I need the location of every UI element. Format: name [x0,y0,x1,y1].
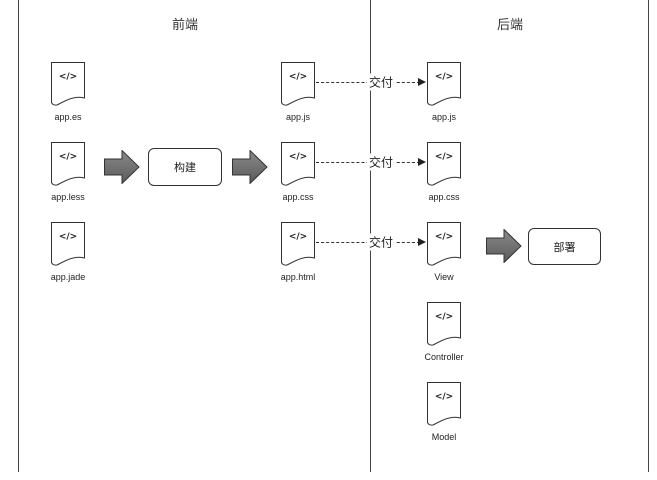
code-file-icon [281,222,315,266]
frontend-output-file: </> [281,222,315,266]
code-glyph: </> [58,72,78,82]
code-file-icon [427,142,461,186]
frontend-output-file: </> [281,142,315,186]
code-glyph: </> [434,152,454,162]
code-file-icon [281,142,315,186]
build-label: 构建 [174,161,196,174]
frontend-source-file-label: app.jade [50,272,86,282]
code-glyph: </> [434,392,454,402]
code-glyph: </> [434,72,454,82]
deliver-label: 交付 [366,233,396,251]
frontend-source-file-label: app.es [54,112,82,122]
deliver-label: 交付 [366,73,396,91]
code-file-icon [427,382,461,426]
backend-file: </> [427,62,461,106]
backend-title: 后端 [496,18,524,33]
frontend-output-file-label: app.js [285,112,311,122]
code-file-icon [51,62,85,106]
frontend-title: 前端 [171,18,199,33]
code-file-icon [427,302,461,346]
arrow-build-to-outputs [232,150,268,184]
backend-file-label: Controller [424,352,464,362]
arrow-sources-to-build [104,150,140,184]
frontend-source-file: </> [51,62,85,106]
backend-file-label: app.js [431,112,457,122]
lane-divider-left [18,0,19,472]
deploy-step: 部署 [528,228,601,265]
backend-file: </> [427,222,461,266]
code-glyph: </> [288,152,308,162]
frontend-output-file-label: app.html [280,272,316,282]
code-glyph: </> [58,232,78,242]
code-file-icon [51,142,85,186]
code-file-icon [281,62,315,106]
frontend-output-file-label: app.css [282,192,314,202]
backend-file-label: View [434,272,454,282]
code-glyph: </> [434,232,454,242]
build-step: 构建 [148,148,222,186]
backend-file: </> [427,302,461,346]
arrowhead-icon [418,78,426,86]
frontend-source-file-label: app.less [51,192,85,202]
backend-file: </> [427,382,461,426]
code-glyph: </> [434,312,454,322]
backend-file-label: app.css [428,192,460,202]
code-file-icon [427,222,461,266]
arrowhead-icon [418,158,426,166]
code-glyph: </> [288,72,308,82]
frontend-source-file: </> [51,222,85,266]
code-glyph: </> [58,152,78,162]
code-file-icon [51,222,85,266]
deploy-label: 部署 [553,240,576,254]
arrowhead-icon [418,238,426,246]
lane-divider-right [648,0,649,472]
arrow-view-to-deploy [486,229,522,263]
backend-file-label: Model [431,432,457,442]
backend-file: </> [427,142,461,186]
frontend-output-file: </> [281,62,315,106]
frontend-source-file: </> [51,142,85,186]
deliver-label: 交付 [366,153,396,171]
code-glyph: </> [288,232,308,242]
code-file-icon [427,62,461,106]
